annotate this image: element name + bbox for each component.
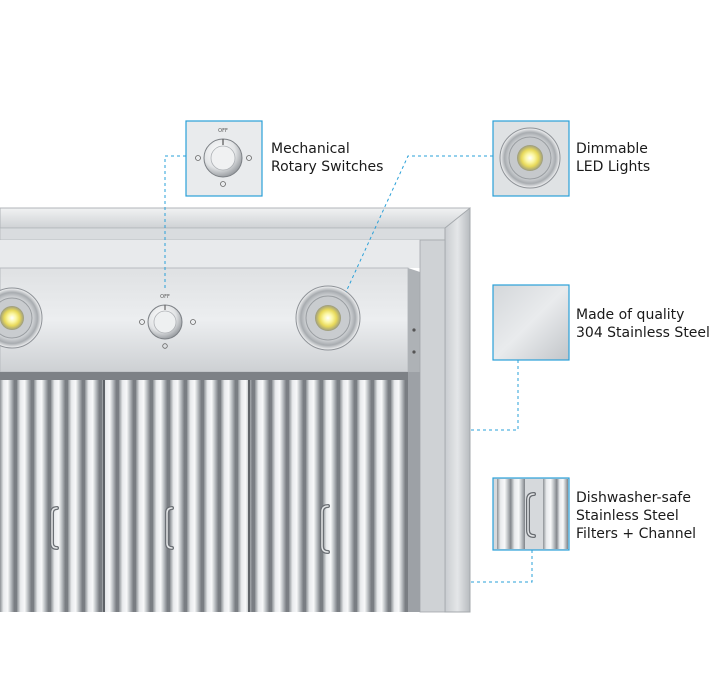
feature-label-filters: Dishwasher-safe Stainless Steel Filters … <box>576 489 696 543</box>
inset-fan-speed-icon <box>246 155 252 161</box>
fan-icon <box>139 319 145 325</box>
feature-label-led-line2: LED Lights <box>576 159 651 175</box>
hood-body <box>0 206 471 613</box>
feature-label-steel-line2: 304 Stainless Steel <box>576 325 710 341</box>
baffle-slat <box>102 380 116 612</box>
inset-knob-off-label: OFF <box>218 128 228 134</box>
baffle-slat <box>221 380 235 612</box>
baffle-slat <box>374 380 388 612</box>
baffle-slat <box>255 380 269 612</box>
feature-label-filters-line3: Filters + Channel <box>576 526 697 542</box>
baffle-slat <box>51 380 65 612</box>
rotary-switch: OFF <box>139 294 196 349</box>
led-light-left <box>0 287 43 349</box>
baffle-filters <box>0 380 408 612</box>
led-light-right <box>295 285 361 351</box>
baffle-slat <box>136 380 150 612</box>
baffle-slat <box>119 380 133 612</box>
feature-label-steel-line1: Made of quality <box>576 307 685 323</box>
inset-steel-swatch <box>492 284 570 361</box>
baffle-slat <box>306 380 320 612</box>
baffle-slat <box>170 380 184 612</box>
baffle-slat <box>17 380 31 612</box>
baffle-slat <box>289 380 303 612</box>
inset-filter-handle <box>492 477 570 551</box>
filter-handle-right <box>320 504 330 554</box>
baffle-slat <box>204 380 218 612</box>
feature-label-led: Dimmable LED Lights <box>576 140 650 176</box>
baffle-slat <box>85 380 99 612</box>
callout-line-switches <box>164 155 186 288</box>
baffle-slat <box>391 380 405 612</box>
baffle-slat <box>187 380 201 612</box>
baffle-slat <box>0 380 14 612</box>
baffle-slat <box>34 380 48 612</box>
callout-line-steel <box>470 360 519 431</box>
filter-handle-middle <box>165 506 174 550</box>
filter-handle-left <box>50 506 59 550</box>
inset-led-light <box>492 120 570 197</box>
feature-label-steel: Made of quality 304 Stainless Steel <box>576 306 710 342</box>
feature-label-filters-line1: Dishwasher-safe <box>576 490 691 506</box>
feature-label-led-line1: Dimmable <box>576 141 648 157</box>
baffle-slat <box>153 380 167 612</box>
baffle-slat <box>68 380 82 612</box>
filter-divider <box>103 380 105 612</box>
baffle-slat <box>357 380 371 612</box>
fan-speed-icon <box>190 319 196 325</box>
knob-off-label: OFF <box>160 294 170 300</box>
baffle-slat <box>323 380 337 612</box>
callout-line-led <box>345 155 493 293</box>
feature-label-switches-line2: Rotary Switches <box>271 159 384 175</box>
callout-line-filters <box>470 550 533 583</box>
baffle-slat <box>340 380 354 612</box>
inset-light-icon <box>220 181 226 187</box>
inset-fan-icon <box>195 155 201 161</box>
inset-rotary-switch: OFF <box>185 120 263 197</box>
light-icon <box>162 343 168 349</box>
feature-label-switches-line1: Mechanical <box>271 141 350 157</box>
baffle-slat <box>272 380 286 612</box>
callout-lines <box>164 155 533 583</box>
feature-label-filters-line2: Stainless Steel <box>576 508 679 524</box>
filter-divider <box>248 380 250 612</box>
feature-label-switches: Mechanical Rotary Switches <box>271 140 383 176</box>
